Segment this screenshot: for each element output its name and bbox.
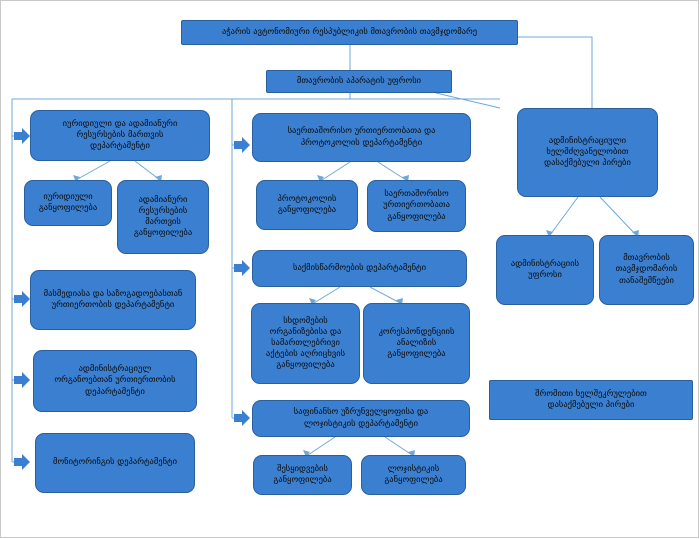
box-intl-div: საერთაშორისო ურთიერთობათა განყოფილება (367, 180, 466, 232)
connector-line (435, 92, 501, 109)
box-labor-contract: შრომითი ხელშეკრულებით დასაქმებული პირები (489, 380, 693, 420)
arrowhead (309, 298, 316, 305)
block-arrow (234, 137, 250, 153)
box-monitoring-dept: მონიტორინგის დეპარტამენტი (35, 433, 195, 493)
connector-line (313, 286, 341, 304)
connector-line (599, 196, 637, 236)
box-legal-dept: იურიდიული და ადამიანური რესურსების მართვ… (30, 110, 210, 161)
box-logistics-div: ლოჯისტიკის განყოფილება (361, 455, 466, 495)
block-arrow (14, 372, 30, 388)
box-admin-office: ადმინისტრაციის უფროსი (496, 235, 594, 305)
box-docs-div: სხდომების ორგანიზებისა და სამართლებრივი … (251, 303, 360, 384)
arrowhead (317, 175, 324, 182)
box-records-dept: საქმისწარმოების დეპარტამენტი (252, 250, 467, 287)
connector-line (549, 196, 579, 236)
connector-line (75, 160, 111, 181)
arrowhead (73, 175, 80, 182)
block-arrow (14, 454, 30, 470)
connector-line (307, 436, 336, 456)
box-hr-div: ადამიანური რესურსების მართვის განყოფილებ… (117, 180, 209, 254)
box-office: მთავრობის აპარატის უფროსი (266, 70, 452, 93)
block-arrow (234, 410, 250, 426)
box-admin-org-dept: ადმინისტრაციულ ორგანოებთან ურთიერთობის დ… (33, 350, 197, 412)
box-protocol-div: პროტოკოლის განყოფილება (256, 180, 358, 230)
box-admin-head: ადმინისტრაციული ხელმძღვანელობით დასაქმებ… (517, 108, 658, 197)
box-advisors: მთავრობის თავმჯდომარის თანაშემწეები (599, 235, 694, 305)
arrowhead (303, 450, 310, 457)
box-legal-div: იურიდიული განყოფილება (24, 180, 112, 226)
box-corresp-div: კორესპონდენციის ანალიზის განყოფილება (363, 303, 470, 384)
block-arrow (14, 128, 30, 144)
connector-line (321, 161, 351, 181)
box-head: აჭარის ავტონომიური რესპუბლიკის მთავრობის… (181, 20, 518, 45)
connector-line (490, 36, 593, 108)
box-intl-dept: საერთაშორისო ურთიერთობათა და პროტოკოლის … (252, 113, 471, 162)
box-procure-div: შესყიდვების განყოფილება (253, 455, 352, 495)
block-arrow (234, 260, 250, 276)
connector-line (384, 436, 413, 456)
connector-line (369, 286, 401, 304)
arrowhead (546, 230, 553, 237)
connector-line (377, 161, 407, 181)
box-media-dept: მასმედიასა და საზოგადოებასთან ურთიერთობი… (30, 270, 196, 330)
block-arrow (14, 291, 30, 307)
box-finance-dept: საფინანსო უზრუნველყოფისა და ლოჯისტიკის დ… (252, 400, 470, 437)
